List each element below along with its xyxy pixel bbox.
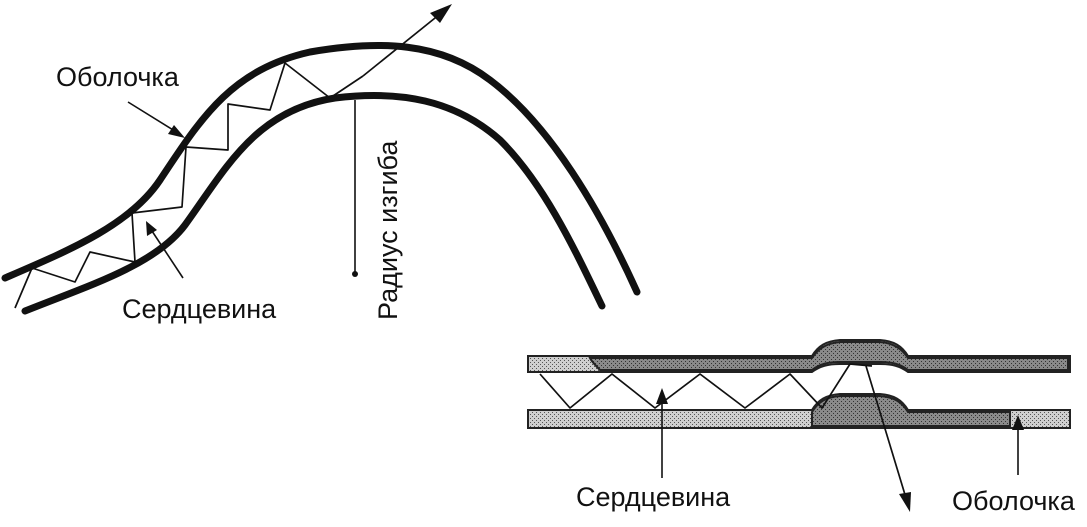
core-leader-line xyxy=(149,227,184,279)
bent-cladding-label: Оболочка xyxy=(56,62,180,92)
cladding-leader-line xyxy=(127,101,179,134)
straight-core-leader-arrowhead xyxy=(656,388,668,404)
bent-core-label: Сердцевина xyxy=(122,294,277,324)
straight-fiber-light-ray xyxy=(539,363,873,409)
upper-cladding-dark-segment xyxy=(588,341,1069,371)
straight-fiber: Сердцевина Оболочка xyxy=(527,339,1076,516)
bent-fiber: Оболочка Сердцевина Радиус изгиба xyxy=(1,4,641,324)
escaping-ray xyxy=(362,13,441,77)
lower-cladding-dark-segment xyxy=(811,395,1011,427)
bent-fiber-inner-wall xyxy=(21,91,606,315)
bent-fiber-outer-wall xyxy=(1,42,641,296)
straight-cladding-leader-arrowhead xyxy=(1012,415,1024,430)
core-leader-arrowhead xyxy=(146,221,157,236)
straight-cladding-label: Оболочка xyxy=(952,486,1076,516)
straight-escaping-ray-arrowhead xyxy=(899,492,911,512)
straight-core-label: Сердцевина xyxy=(576,482,731,512)
escaping-ray-arrowhead xyxy=(430,4,452,23)
bend-radius-label: Радиус изгиба xyxy=(373,140,403,320)
bend-radius-center-dot xyxy=(352,271,358,277)
bent-fiber-light-ray xyxy=(14,62,364,309)
straight-escaping-ray xyxy=(865,365,907,499)
cladding-leader-arrowhead xyxy=(168,125,185,138)
